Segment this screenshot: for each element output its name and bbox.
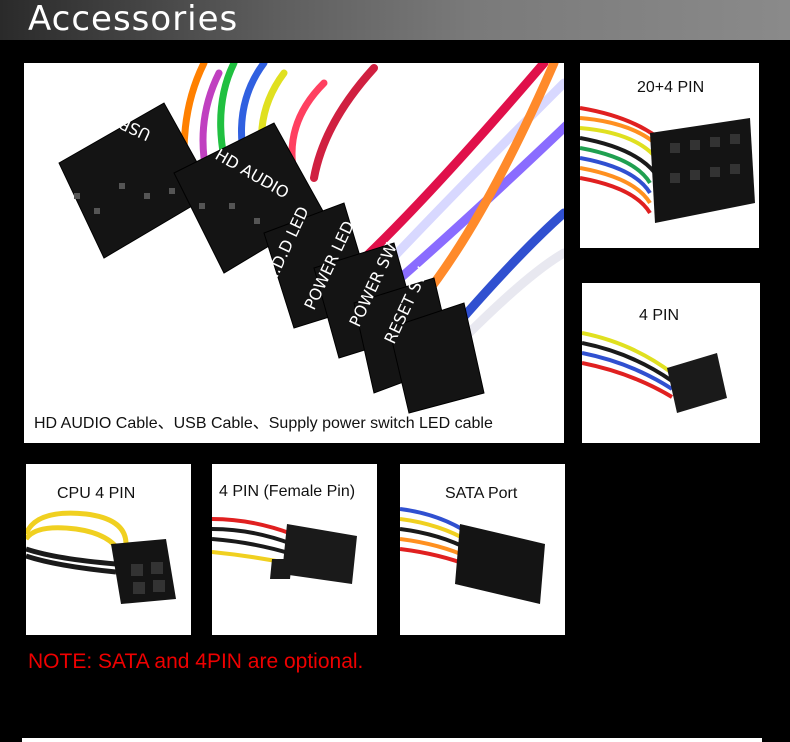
peripheral-4pin-card: 4 PIN <box>582 283 760 443</box>
sata-illustration <box>400 507 545 604</box>
atx-24pin-label: 20+4 PIN <box>637 79 705 96</box>
section-header: Accessories <box>0 0 790 40</box>
optional-note: NOTE: SATA and 4PIN are optional. <box>28 650 364 673</box>
front-panel-cables-illustration: USB HD AUDIO H.D.D LED POWER LED POWER S… <box>58 63 564 414</box>
sata-label: SATA Port <box>445 485 518 502</box>
cpu-4pin-label: CPU 4 PIN <box>57 485 136 502</box>
front-panel-cables-card: USB HD AUDIO H.D.D LED POWER LED POWER S… <box>24 63 564 443</box>
section-title: Accessories <box>28 0 239 39</box>
molex-female-illustration <box>212 517 357 584</box>
molex-female-label: 4 PIN (Female Pin) <box>219 483 356 500</box>
cpu-4pin-illustration <box>26 510 176 604</box>
cpu-4pin-card: CPU 4 PIN <box>26 464 191 635</box>
molex-female-card: 4 PIN (Female Pin) <box>212 464 377 635</box>
atx-24pin-illustration <box>580 106 755 223</box>
peripheral-4pin-illustration <box>582 331 727 413</box>
atx-24pin-card: 20+4 PIN <box>580 63 759 248</box>
front-panel-caption: HD AUDIO Cable、USB Cable、Supply power sw… <box>34 415 493 432</box>
bottom-divider <box>22 738 762 742</box>
sata-card: SATA Port <box>400 464 565 635</box>
peripheral-4pin-label: 4 PIN <box>639 307 680 324</box>
